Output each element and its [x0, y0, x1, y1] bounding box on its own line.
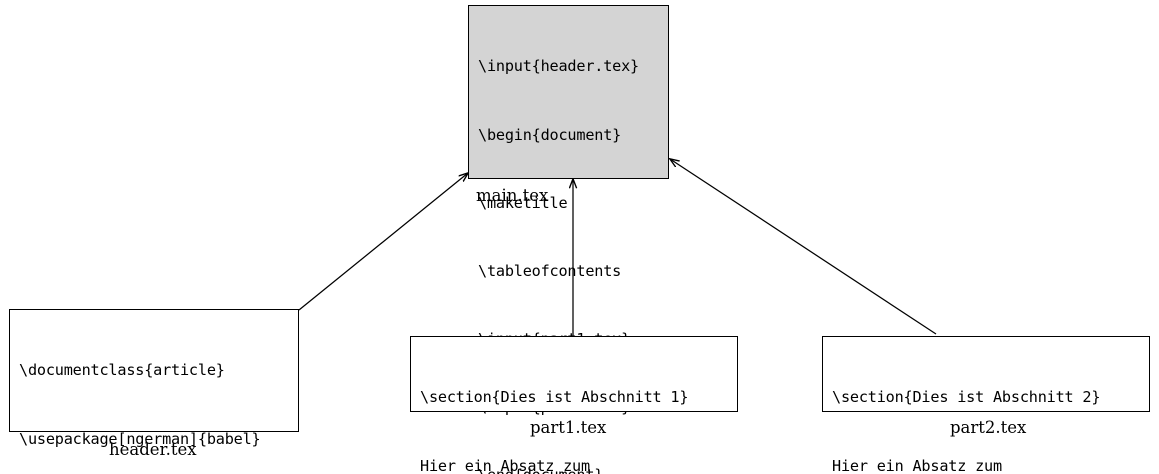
caption-part2: part2.tex [950, 418, 1027, 437]
node-part1[interactable]: \section{Dies ist Abschnitt 1} Hier ein … [410, 336, 738, 474]
edge-part2-to-main [670, 159, 937, 335]
code-line: \usepackage[ngerman]{babel} [19, 429, 261, 448]
code-line: \tableofcontents [478, 261, 622, 280]
node-header[interactable]: \documentclass{article} \usepackage[nger… [9, 309, 299, 448]
code-line: \end{document} [478, 464, 659, 474]
code-line: \section{Dies ist Abschnitt 2} [832, 388, 1101, 407]
edge-header-to-main [298, 173, 468, 311]
code-line: \begin{document} [478, 125, 622, 144]
code-line: \documentclass{article} [19, 361, 225, 380]
caption-header: header.tex [109, 440, 197, 459]
code-line: \maketitle [478, 193, 568, 212]
node-part2[interactable]: \section{Dies ist Abschnitt 2} Hier ein … [822, 336, 1150, 474]
caption-part1: part1.tex [530, 418, 607, 437]
code-line: Hier ein Absatz zum [420, 456, 590, 474]
code-line: \section{Dies ist Abschnitt 1} [420, 388, 689, 407]
code-line: Hier ein Absatz zum [832, 456, 1002, 474]
code-line: \input{header.tex} [478, 57, 639, 76]
node-main[interactable]: \input{header.tex} \begin{document} \mak… [468, 5, 669, 474]
caption-main: main.tex [476, 186, 549, 205]
